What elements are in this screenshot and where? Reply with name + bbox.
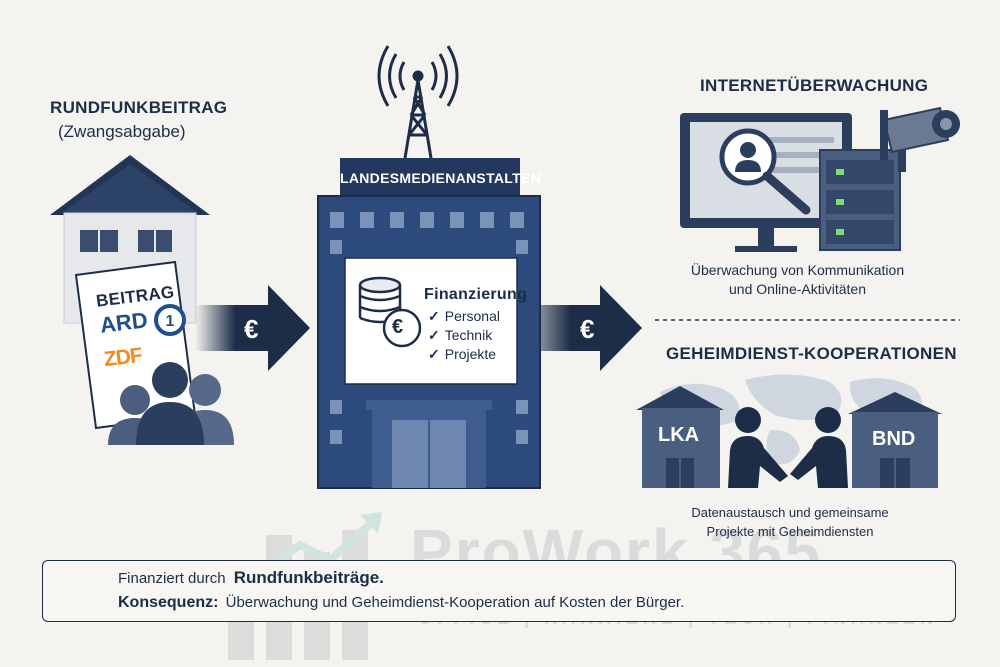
svg-text:1: 1 <box>166 313 175 330</box>
server-rack-icon <box>819 149 901 251</box>
people-icon <box>108 362 234 445</box>
conclusion-prefix: Finanziert durch <box>118 570 226 587</box>
rundfunkbeitrag-subtitle: (Zwangsabgabe) <box>58 122 186 141</box>
flow-arrow-right-icon <box>540 285 642 371</box>
radio-tower-icon <box>377 45 459 159</box>
magnifier-user-icon <box>719 128 811 215</box>
flow-arrow-left-icon <box>195 285 310 371</box>
bnd-label: BND <box>872 428 916 450</box>
internet-surveillance-title: INTERNETÜBERWACHUNG <box>700 76 929 95</box>
conclusion-line1: Finanziert durch Rundfunkbeiträge. <box>118 568 384 588</box>
surveillance-caption-line1: Überwachung von Kommunikation <box>690 262 905 278</box>
conclusion-label: Konsequenz: <box>118 594 219 611</box>
handshake-icon <box>728 407 848 488</box>
conclusion-text: Überwachung und Geheimdienst-Kooperation… <box>225 594 685 611</box>
financing-item-projekte: Projekte <box>428 345 500 364</box>
bnd-building-icon <box>848 392 942 488</box>
lka-building-icon <box>636 386 724 488</box>
euro-symbol-left: € <box>244 314 259 344</box>
financing-item-technik: Technik <box>428 326 500 345</box>
surveillance-caption-line2: und Online-Aktivitäten <box>729 281 866 297</box>
lka-label: LKA <box>658 424 700 446</box>
cooperation-caption-line1: Datenaustausch und gemeinsame <box>691 505 889 520</box>
financing-title: Finanzierung <box>424 286 528 303</box>
intelligence-cooperation-title: GEHEIMDIENST-KOOPERATIONEN <box>666 344 957 363</box>
conclusion-line2: Konsequenz: Überwachung und Geheimdienst… <box>118 594 684 612</box>
cooperation-caption-line2: Projekte mit Geheimdiensten <box>706 524 874 539</box>
conclusion-box <box>42 560 956 622</box>
financing-item-personal: Personal <box>428 307 500 326</box>
conclusion-highlight: Rundfunkbeiträge. <box>233 568 384 587</box>
financing-list: Personal Technik Projekte <box>428 307 500 364</box>
zdf-logo-text: ZDF <box>102 343 144 372</box>
security-camera-icon <box>880 106 960 172</box>
coin-euro-symbol: € <box>392 316 404 338</box>
rundfunkbeitrag-title: RUNDFUNKBEITRAG <box>50 98 228 117</box>
coin-stack-icon <box>358 276 422 348</box>
building-sign: LANDESMEDIENANSTALTEN <box>340 170 542 186</box>
ard-logo-icon: 1 <box>154 304 186 336</box>
euro-symbol-right: € <box>580 314 595 344</box>
